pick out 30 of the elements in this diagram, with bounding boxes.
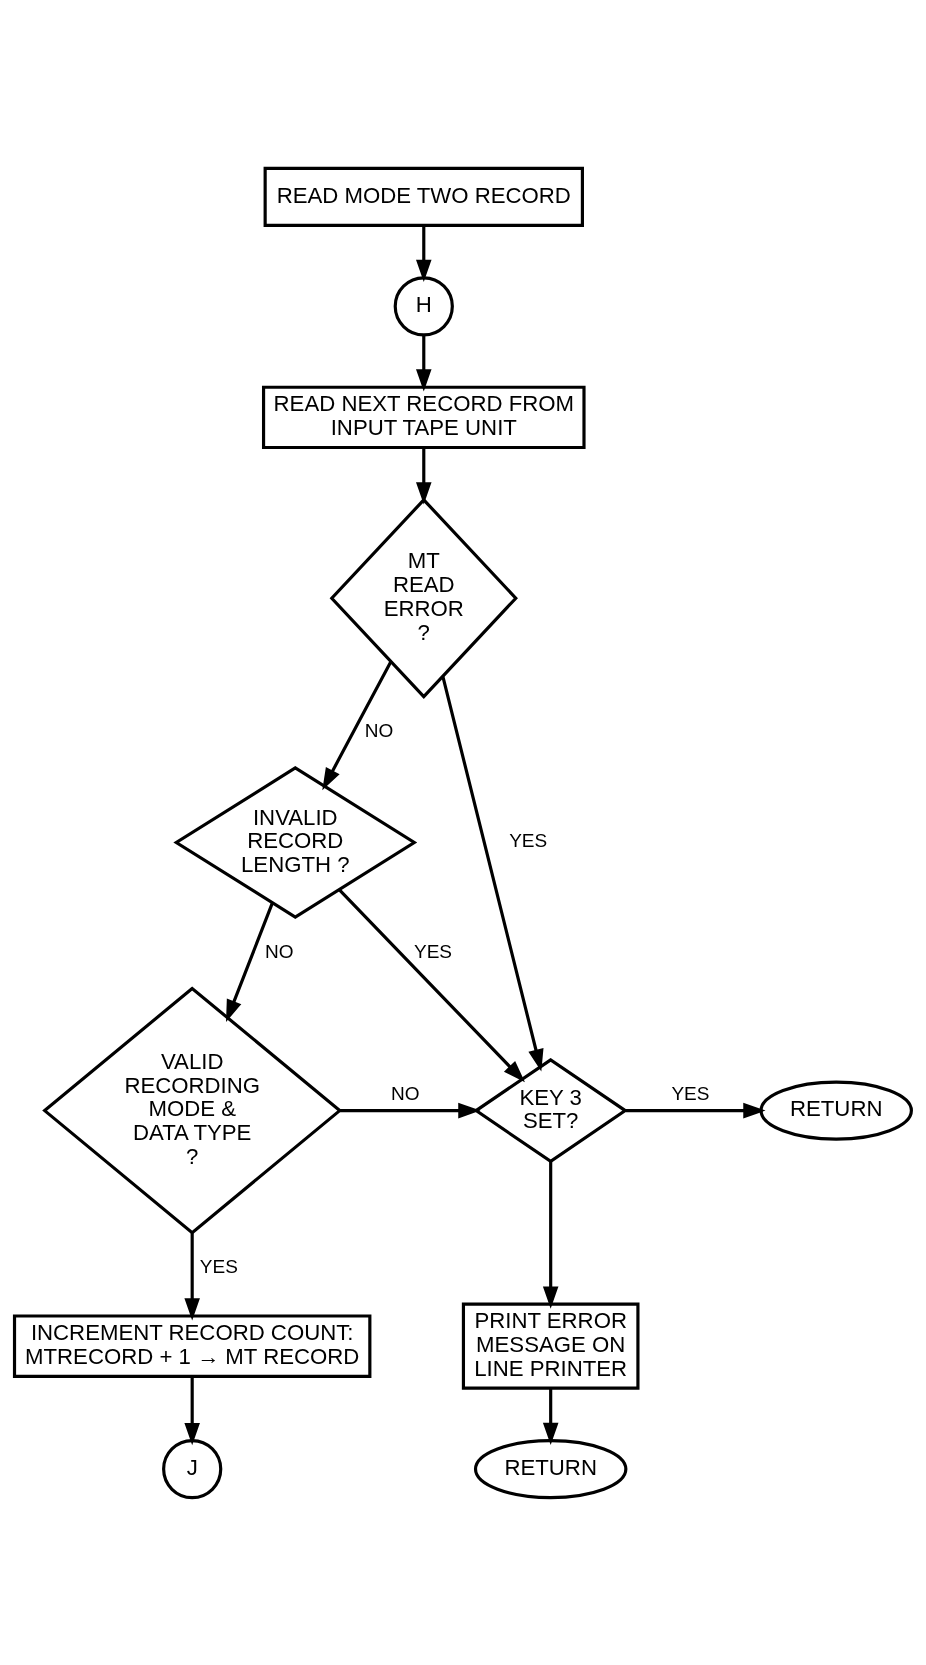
- node-circle: J: [162, 1438, 223, 1499]
- node-ellipse: RETURN: [759, 1079, 913, 1141]
- arrow: [322, 660, 393, 790]
- arrow: [338, 888, 525, 1082]
- arrow: [441, 675, 544, 1071]
- arrow: [226, 901, 274, 1022]
- node-box: PRINT ERROR MESSAGE ON LINE PRINTER: [461, 1302, 640, 1390]
- arrow: [184, 1376, 200, 1445]
- node-circle: H: [393, 275, 454, 336]
- edge-label: YES: [199, 1255, 238, 1277]
- edge-label: NO: [364, 719, 394, 741]
- edge-label: YES: [414, 940, 453, 962]
- node-diamond: VALID RECORDING MODE & DATA TYPE ?: [42, 985, 343, 1235]
- arrow: [542, 1387, 559, 1445]
- arrow: [184, 1232, 200, 1320]
- node-diamond: MT READ ERROR ?: [329, 497, 518, 699]
- arrow: [625, 1102, 766, 1118]
- node-box: READ MODE TWO RECORD: [263, 166, 584, 227]
- edge-label: YES: [509, 829, 548, 851]
- node-box: READ NEXT RECORD FROM INPUT TAPE UNIT: [261, 385, 586, 449]
- arrow: [340, 1102, 481, 1118]
- edge-label: NO: [391, 1082, 420, 1104]
- arrow: [416, 447, 432, 504]
- arrow: [416, 225, 432, 282]
- node-ellipse: RETURN: [473, 1438, 628, 1499]
- edge-label: YES: [671, 1082, 710, 1104]
- node-box: INCREMENT RECORD COUNT: MTRECORD + 1 → MT RECORD: [12, 1313, 372, 1378]
- arrow: [416, 334, 432, 391]
- arrow: [542, 1160, 559, 1309]
- edge-label: NO: [264, 940, 294, 962]
